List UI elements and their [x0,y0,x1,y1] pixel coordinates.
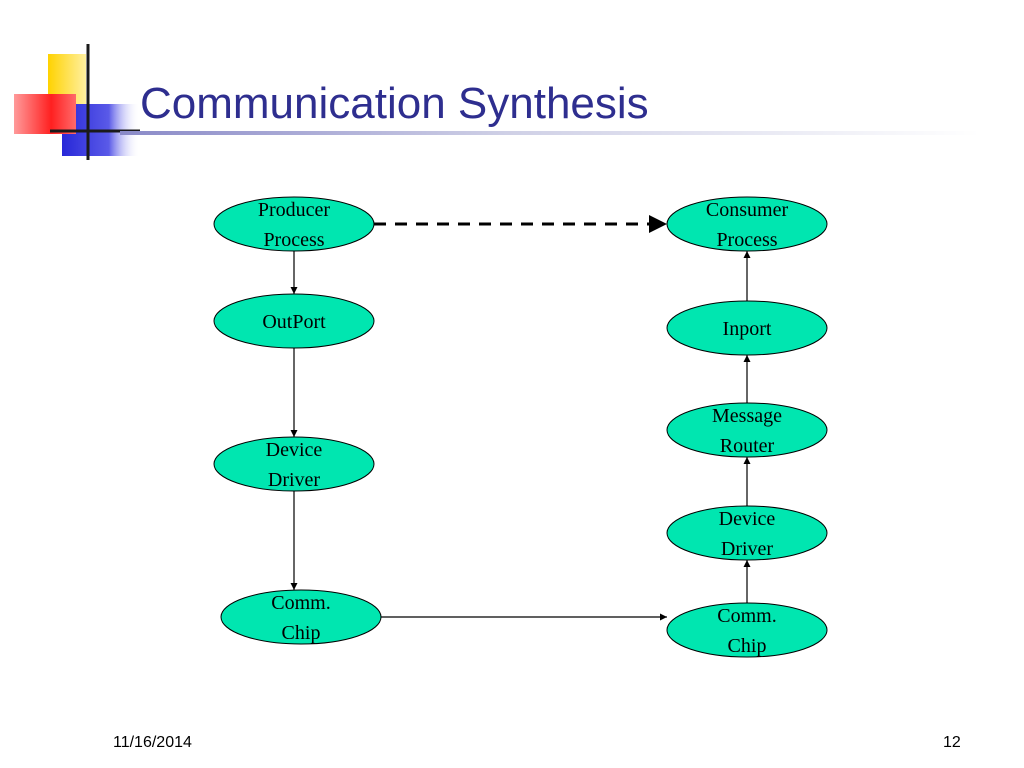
node-outport: OutPort [213,293,375,349]
node-label-line: Chip [728,635,767,657]
node-label-line: Device [266,439,323,461]
node-ellipse [213,196,375,252]
node-ellipse [213,293,375,349]
title-underline [120,131,980,135]
slide-title: Communication Synthesis [140,79,649,128]
node-label-line: Comm. [271,592,330,614]
node-label-line: Device [719,508,776,530]
node-label-line: OutPort [262,311,326,333]
node-label-line: Router [720,435,775,457]
node-ellipse [666,196,828,252]
node-label-line: Chip [282,622,321,644]
node-ellipse [666,402,828,458]
node-ellipse [213,436,375,492]
node-label-line: Message [712,405,782,427]
node-inport: Inport [666,300,828,356]
slide-date: 11/16/2014 [113,734,192,751]
node-label-line: Process [716,229,777,251]
decorative-logo-icon [14,44,140,160]
node-ellipse [666,602,828,658]
node-label-line: Process [263,229,324,251]
node-comm-chip-left: Comm. Chip [220,589,382,645]
node-label-line: Comm. [717,605,776,627]
node-label-line: Producer [258,199,331,221]
node-label-line: Driver [721,538,774,560]
node-label-line: Consumer [706,199,789,221]
node-label-line: Inport [723,318,772,340]
node-ellipse [220,589,382,645]
node-comm-chip-right: Comm. Chip [666,602,828,658]
node-label-line: Driver [268,469,321,491]
slide-page-number: 12 [943,734,961,751]
node-ellipse [666,300,828,356]
node-ellipse [666,505,828,561]
